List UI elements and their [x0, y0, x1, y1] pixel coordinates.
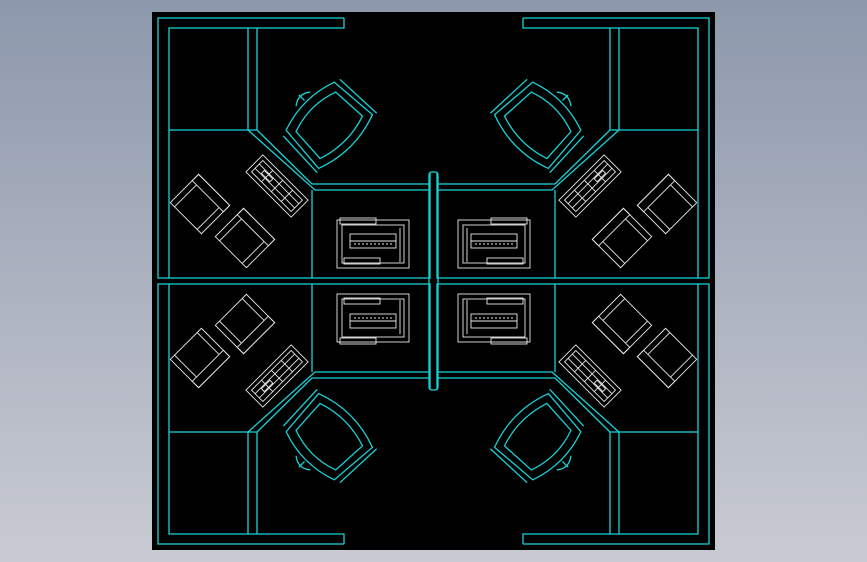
center-divider-post: [428, 171, 439, 391]
drawing-area: [152, 12, 715, 550]
